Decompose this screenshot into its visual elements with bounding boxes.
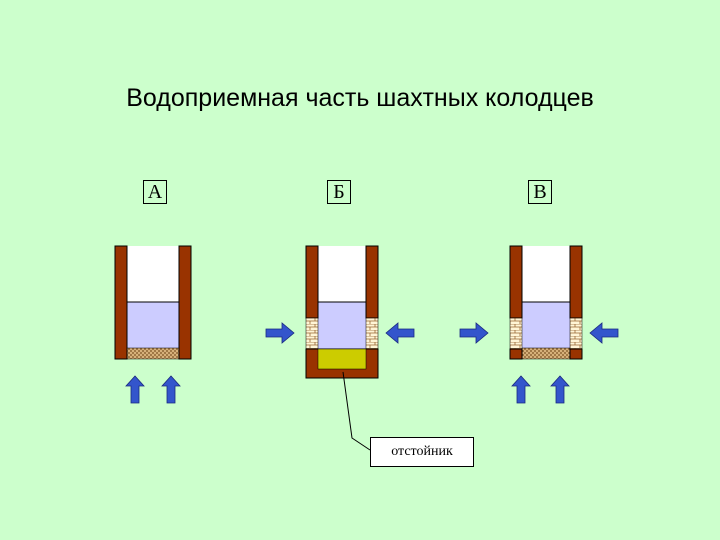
arrow-up-icon <box>511 375 531 404</box>
arrow-up-icon <box>161 375 181 404</box>
well-label-v: В <box>528 180 552 204</box>
well-v-left-porous-wall <box>509 317 523 350</box>
inflow-arrows <box>125 322 619 404</box>
well-a <box>114 245 192 360</box>
well-a-right-wall <box>178 245 192 360</box>
well-b-right-porous-wall <box>365 317 379 350</box>
well-a-gravel-filter <box>126 347 180 360</box>
well-b <box>305 245 379 451</box>
well-v-air <box>522 246 570 302</box>
arrow-right-icon <box>459 322 489 344</box>
arrow-left-icon <box>385 322 415 344</box>
arrow-up-icon <box>550 375 570 404</box>
well-b-sump <box>317 348 367 370</box>
arrow-left-icon <box>589 322 619 344</box>
well-v-water <box>522 302 570 348</box>
well-label-a: А <box>143 180 167 204</box>
well-v-right-footing <box>569 348 583 360</box>
well-v-right-porous-wall <box>569 317 583 350</box>
well-b-left-wall <box>305 245 319 319</box>
sump-label: отстойник <box>370 437 474 467</box>
well-label-b: Б <box>327 180 351 204</box>
well-v-left-footing <box>509 348 523 360</box>
well-a-air <box>127 246 179 302</box>
arrow-up-icon <box>125 375 145 404</box>
well-v-left-wall <box>509 245 523 319</box>
well-v-right-wall <box>569 245 583 319</box>
well-b-right-wall <box>365 245 379 319</box>
well-v <box>509 245 583 360</box>
page-title: Водоприемная часть шахтных колодцев <box>126 84 594 112</box>
well-a-left-wall <box>114 245 128 360</box>
sump-leader-line <box>342 371 371 451</box>
well-b-left-porous-wall <box>305 317 319 350</box>
well-b-water <box>318 302 366 349</box>
arrow-right-icon <box>265 322 295 344</box>
well-b-air <box>318 246 366 302</box>
well-v-gravel-filter <box>521 347 571 360</box>
well-a-water <box>127 302 179 348</box>
